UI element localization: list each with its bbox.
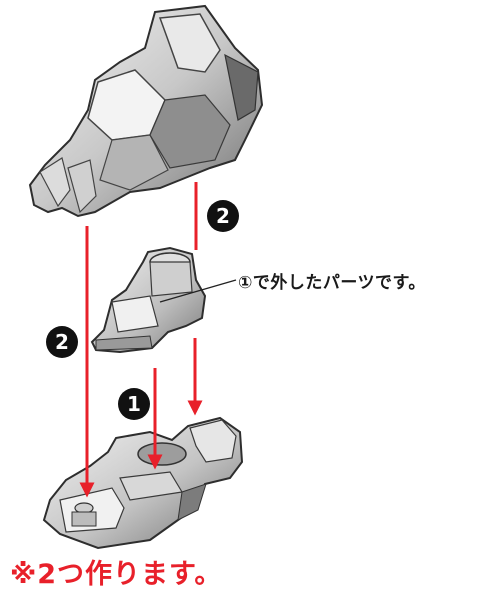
step-2-badge-left: 2 xyxy=(46,326,78,358)
top-part xyxy=(28,4,264,218)
base-part xyxy=(42,416,244,550)
step-2-badge-upper: 2 xyxy=(207,200,239,232)
middle-part xyxy=(90,246,207,354)
step-1-badge: 1 xyxy=(118,388,150,420)
quantity-note: ※2つ作ります。 xyxy=(10,559,223,590)
callout-label: ①で外したパーツです。 xyxy=(238,273,426,293)
callout-leader-line xyxy=(159,279,237,303)
